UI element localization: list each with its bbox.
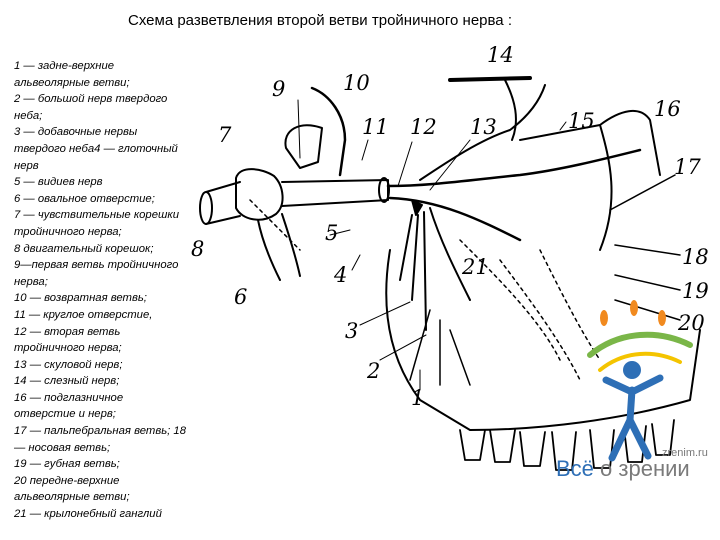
- diagram-label-3: 3: [345, 319, 358, 343]
- recurrent-branch: [310, 86, 347, 177]
- palatine-nerves: [399, 207, 471, 331]
- legend: 1 — задне-верхние альвеолярные ветви; 2 …: [14, 58, 219, 523]
- legend-line: отверстие и нерв;: [14, 408, 116, 421]
- alveolar-branches: [409, 309, 471, 386]
- legend-line: неба;: [14, 109, 43, 122]
- legend-line: — носовая ветвь;: [14, 441, 111, 454]
- watermark-brand: Всё о зрении: [556, 456, 690, 481]
- orbit-outline: [599, 124, 613, 251]
- legend-line: тройничного нерва;: [14, 342, 122, 355]
- diagram-label-10: 10: [343, 71, 370, 95]
- legend-line: альвеолярные ветви;: [14, 76, 130, 89]
- trigeminal-ganglion: [235, 168, 284, 221]
- teeth-row: [459, 419, 675, 471]
- legend-line: 2 — большой нерв твердого: [14, 93, 168, 106]
- legend-line: 12 — вторая ветвь: [14, 325, 121, 338]
- diagram-label-9: 9: [272, 77, 285, 101]
- nasal-branches: [609, 174, 681, 321]
- diagram-label-19: 19: [682, 279, 709, 303]
- diagram-label-5: 5: [325, 221, 338, 245]
- legend-line: 6 — овальное отверстие;: [14, 192, 155, 205]
- legend-line: тройничного нерва;: [14, 225, 122, 238]
- diagram-label-6: 6: [234, 285, 247, 309]
- legend-line: нерва;: [14, 275, 48, 288]
- watermark-logo: zrenim.ru Всё о зрении: [556, 300, 708, 481]
- legend-line: 11 — круглое отверстие,: [14, 308, 153, 321]
- legend-line: нерв: [14, 159, 39, 172]
- watermark-site: zrenim.ru: [662, 447, 708, 459]
- legend-line: альвеолярные ветви;: [14, 491, 130, 504]
- legend-line: 3 — добавочные нервы: [14, 126, 138, 139]
- legend-line: 7 — чувствительные корешки: [14, 209, 179, 222]
- ophthalmic-branch: [284, 124, 323, 169]
- watermark-brand-part1: Всё: [556, 456, 594, 481]
- diagram-label-14: 14: [487, 43, 514, 67]
- legend-line: 8 двигательный корешок;: [14, 242, 154, 255]
- leader-lines: [297, 99, 567, 391]
- zygomatic-nerve: [419, 84, 546, 181]
- diagram-label-4: 4: [333, 263, 347, 287]
- maxillary-continuation: [386, 148, 642, 242]
- legend-line: 5 — видиев нерв: [14, 176, 103, 189]
- diagram-label-13: 13: [470, 115, 497, 139]
- mandibular-branch: [257, 213, 301, 281]
- legend-line: 9—первая ветвь тройничного: [14, 259, 179, 272]
- legend-line: 19 — губная ветвь;: [14, 458, 120, 471]
- legend-line: 16 — подглазничное: [14, 391, 124, 404]
- logo-figure-head-icon: [623, 361, 641, 379]
- logo-arc-yellow-icon: [598, 351, 682, 372]
- legend-line: 20 передне-верхние: [14, 474, 120, 487]
- legend-line: 13 — скуловой нерв;: [14, 358, 123, 371]
- logo-arc-green-icon: [587, 331, 693, 358]
- nerve-diagram: 1 2 3 4 5 6 7 8 9 10 11 12 13 14 15 16 1…: [191, 43, 709, 481]
- diagram-label-18: 18: [682, 245, 709, 269]
- legend-line: 10 — возвратная ветвь;: [14, 292, 147, 305]
- nerve-root: [205, 181, 241, 225]
- diagram-label-1: 1: [411, 386, 424, 410]
- legend-line: 1 — задне-верхние: [14, 60, 115, 72]
- diagram-label-21: 21: [461, 255, 489, 279]
- diagram-label-2: 2: [366, 359, 380, 383]
- diagram-label-7: 7: [218, 123, 232, 147]
- maxilla-outline: [385, 249, 701, 431]
- legend-line: твердого неба4 — глоточный: [14, 142, 178, 155]
- diagram-label-12: 12: [410, 115, 437, 139]
- diagram-label-17: 17: [674, 155, 701, 179]
- page-title: Схема разветвления второй ветви тройничн…: [128, 12, 512, 29]
- diagram-label-11: 11: [362, 115, 389, 139]
- diagram-label-15: 15: [568, 109, 595, 133]
- lacrimal-connection: [504, 79, 517, 141]
- legend-line: 17 — пальпебральная ветвь; 18: [14, 425, 186, 438]
- legend-line: 14 — слезный нерв;: [14, 375, 120, 388]
- logo-flame-icon: [630, 300, 638, 316]
- nerve-root-end: [199, 191, 213, 225]
- diagram-label-8: 8: [191, 237, 204, 261]
- foramen-rotundum: [378, 177, 390, 203]
- diagram-label-20: 20: [677, 311, 705, 335]
- legend-line: 21 — крылонебный ганглий: [14, 508, 162, 521]
- pterygopalatine-ganglion: [411, 199, 423, 216]
- logo-figure-body-icon: [602, 374, 664, 462]
- maxillary-nerve: [281, 179, 389, 207]
- lacrimal-nerve: [448, 76, 532, 82]
- logo-flame-icon: [600, 310, 608, 326]
- diagram-label-16: 16: [654, 97, 681, 121]
- watermark-brand-part2: о зрении: [594, 456, 690, 481]
- logo-flame-icon: [658, 310, 666, 326]
